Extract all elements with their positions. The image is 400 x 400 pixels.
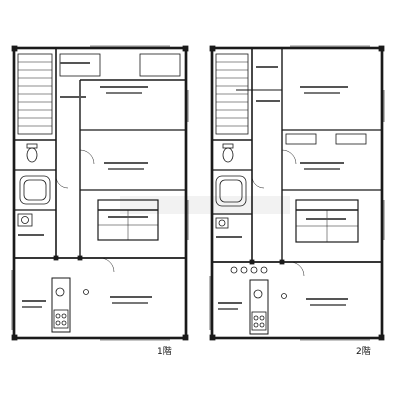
floor-1-annotations bbox=[18, 62, 152, 308]
floor-2-plan bbox=[209, 45, 385, 341]
floor-2-label: 2階 bbox=[356, 347, 371, 357]
floor-1-plan bbox=[11, 45, 189, 341]
floor-1-label: 1階 bbox=[157, 347, 172, 357]
floor-2-annotations bbox=[216, 66, 348, 310]
watermark-band bbox=[120, 196, 290, 214]
